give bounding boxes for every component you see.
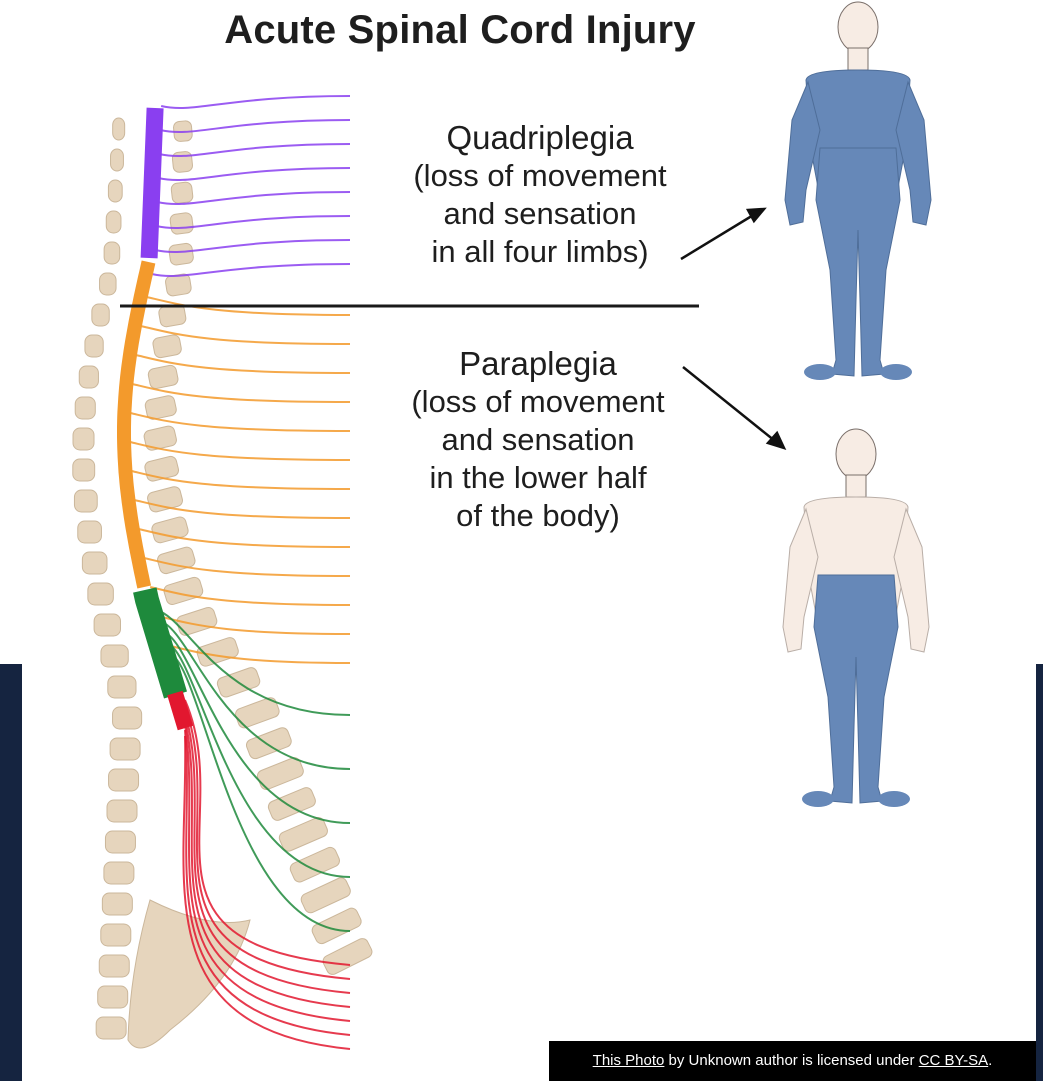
vertebral-body	[101, 924, 131, 946]
paraplegia-heading: Paraplegia	[378, 345, 698, 383]
vertebral-body	[111, 149, 124, 171]
spinal-process	[172, 151, 193, 173]
vertebral-body	[109, 769, 139, 791]
spinal-process	[321, 937, 374, 977]
neck	[846, 475, 866, 497]
vertebral-body	[85, 335, 103, 357]
spinal-process	[147, 364, 179, 389]
credit-text: by Unknown author is licensed under	[664, 1052, 918, 1069]
vertebral-body	[73, 428, 94, 450]
vertebral-body	[108, 180, 122, 202]
paraplegia-line-2: and sensation	[378, 421, 698, 459]
photo-credit: This Photo by Unknown author is licensed…	[549, 1041, 1036, 1081]
spinal-process	[288, 845, 341, 883]
nerve	[161, 96, 350, 108]
vertebral-body	[74, 490, 97, 512]
quadriplegia-body-figure	[785, 2, 931, 380]
quadriplegia-label: Quadriplegia (loss of movement and sensa…	[380, 119, 700, 271]
vertebral-body	[79, 366, 98, 388]
thoracic-cord-segment	[124, 262, 149, 587]
vertebral-body	[104, 862, 134, 884]
vertebral-bodies	[73, 118, 142, 1039]
vertebral-body	[75, 397, 95, 419]
spinal-process	[169, 212, 193, 235]
head	[836, 429, 876, 479]
spinal-process	[143, 425, 178, 451]
vertebral-body	[105, 831, 135, 853]
sacral-cord-segment	[175, 693, 186, 728]
quadriplegia-line-1: (loss of movement	[380, 157, 700, 195]
quadriplegia-line-2: and sensation	[380, 195, 700, 233]
vertebral-body	[110, 738, 140, 760]
vertebral-body	[82, 552, 107, 574]
spinal-process	[152, 334, 182, 359]
paraplegia-label: Paraplegia (loss of movement and sensati…	[378, 345, 698, 535]
vertebral-body	[73, 459, 95, 481]
vertebral-body	[104, 242, 120, 264]
spinal-process	[310, 906, 363, 945]
license-link[interactable]: CC BY-SA	[919, 1052, 988, 1069]
vertebral-body	[113, 707, 142, 729]
vertebral-body	[102, 893, 132, 915]
lower-body	[816, 148, 900, 376]
diagram-title: Acute Spinal Cord Injury	[0, 8, 920, 53]
spinal-process	[277, 816, 329, 853]
lumbar-cord-segment	[145, 590, 176, 695]
vertebral-body	[92, 304, 109, 326]
spinal-processes	[128, 120, 374, 1048]
paraplegia-line-1: (loss of movement	[378, 383, 698, 421]
paraplegia-line-4: of the body)	[378, 497, 698, 535]
spinal-process	[171, 182, 194, 204]
left-foot	[804, 364, 836, 380]
vertebral-body	[101, 645, 128, 667]
vertebral-body	[108, 676, 136, 698]
vertebral-body	[113, 118, 125, 140]
paraplegia-arrow	[683, 367, 784, 448]
quadriplegia-heading: Quadriplegia	[380, 119, 700, 157]
lower-body	[814, 575, 898, 803]
paraplegia-line-3: in the lower half	[378, 459, 698, 497]
credit-end: .	[988, 1052, 992, 1069]
vertebral-body	[107, 800, 137, 822]
vertebral-body	[96, 1017, 126, 1039]
cervical-cord-segment	[149, 108, 155, 258]
vertebral-body	[94, 614, 120, 636]
vertebral-body	[98, 986, 128, 1008]
vertebral-body	[106, 211, 121, 233]
paraplegia-body-figure	[783, 429, 929, 807]
vertebral-body	[78, 521, 102, 543]
spinal-process	[168, 243, 194, 266]
right-foot	[878, 791, 910, 807]
vertebral-body	[100, 273, 117, 295]
vertebral-body	[99, 955, 129, 977]
right-foot	[880, 364, 912, 380]
spinal-process	[151, 516, 190, 545]
quadriplegia-line-3: in all four limbs)	[380, 233, 700, 271]
vertebral-body	[88, 583, 114, 605]
spinal-process	[156, 546, 196, 575]
left-foot	[802, 791, 834, 807]
photo-link[interactable]: This Photo	[593, 1052, 665, 1069]
spinal-process	[299, 876, 352, 915]
